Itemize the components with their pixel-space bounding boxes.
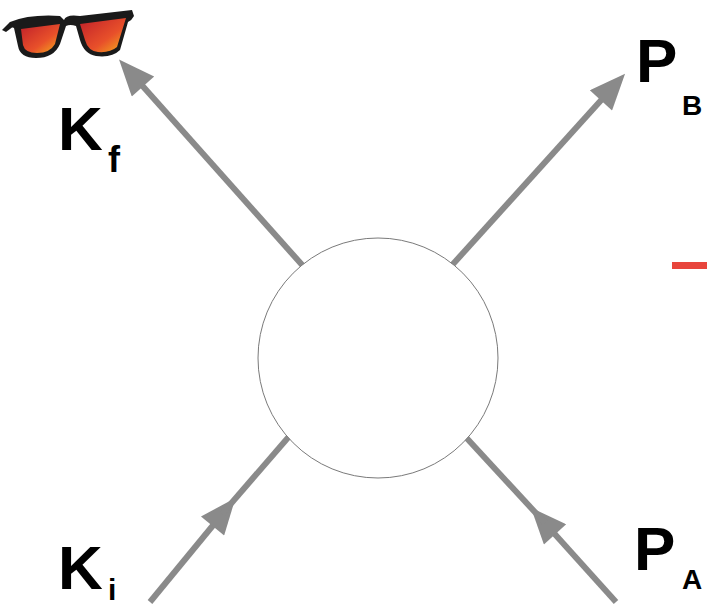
momentum-subscript: f	[108, 142, 120, 178]
incoming-arrow	[150, 512, 224, 602]
momentum-symbol: K	[58, 98, 103, 160]
momentum-symbol: P	[634, 518, 675, 580]
momentum-subscript: B	[682, 92, 702, 120]
outgoing-arrow	[435, 87, 613, 284]
momentum-subscript: i	[108, 575, 116, 605]
momentum-symbol: K	[58, 537, 103, 599]
outgoing-arrow	[131, 73, 320, 285]
red-dash	[672, 262, 707, 269]
momentum-symbol: P	[636, 30, 677, 92]
sunglasses-icon	[2, 10, 134, 58]
momentum-lines	[131, 73, 616, 602]
interaction-blob	[258, 238, 498, 478]
momentum-subscript: A	[682, 566, 702, 594]
incoming-arrow	[543, 521, 616, 602]
